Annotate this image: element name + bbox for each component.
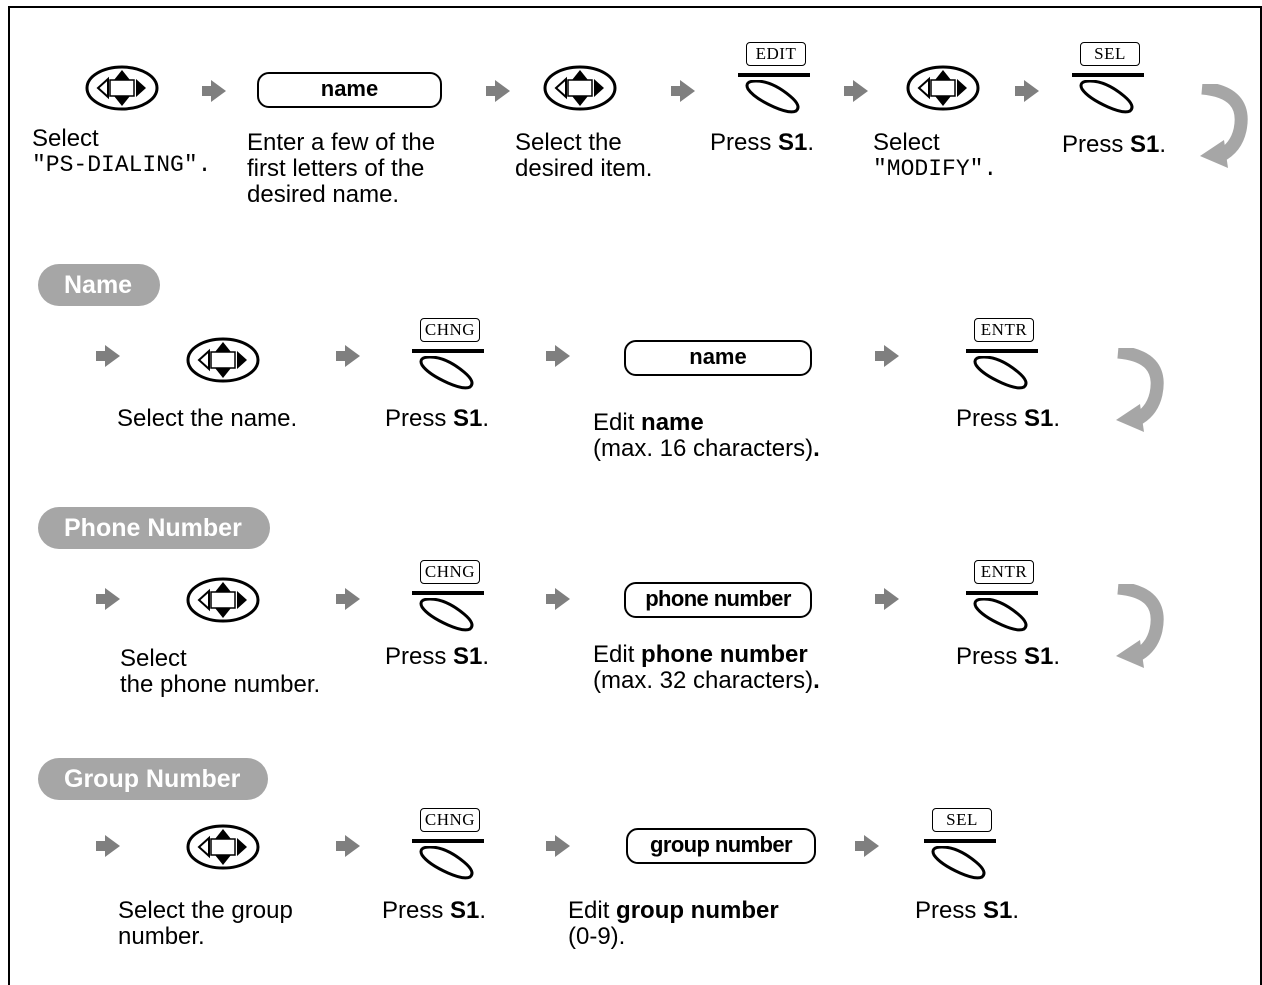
- navigator-key-icon[interactable]: [542, 64, 618, 112]
- soft-key-label: SEL: [932, 808, 992, 832]
- step-arrow-icon: [844, 80, 868, 102]
- navigator-key-icon[interactable]: [185, 823, 261, 871]
- step-caption: Press S1.: [956, 405, 1061, 432]
- soft-key-icon: [1079, 80, 1134, 114]
- step-caption: Edit group number (0-9).: [568, 897, 779, 950]
- phone-number-edit-field[interactable]: phone number: [624, 582, 812, 618]
- soft-key-icon: [419, 598, 474, 632]
- step-caption: Edit phone number (max. 32 characters).: [593, 641, 820, 694]
- step-arrow-icon: [546, 345, 570, 367]
- step-arrow-icon: [202, 80, 226, 102]
- soft-key-s1[interactable]: CHNG: [412, 318, 490, 398]
- soft-key-s1[interactable]: CHNG: [412, 560, 490, 640]
- soft-key-s1[interactable]: SEL: [1072, 42, 1150, 122]
- soft-key-label: CHNG: [420, 808, 480, 832]
- step-arrow-icon: [336, 835, 360, 857]
- soft-key-icon: [419, 356, 474, 390]
- step-arrow-icon: [486, 80, 510, 102]
- soft-key-icon: [745, 80, 800, 114]
- step-arrow-icon: [1015, 80, 1039, 102]
- soft-key-s1[interactable]: ENTR: [966, 318, 1044, 398]
- continue-arrow-icon: [1112, 581, 1172, 676]
- section-title-name: Name: [38, 264, 161, 306]
- step-caption: Press S1.: [915, 897, 1020, 924]
- step-arrow-icon: [875, 345, 899, 367]
- step-caption: Press S1.: [1062, 131, 1167, 158]
- step-caption: Select "MODIFY".: [873, 129, 998, 183]
- section-title-phone-number: Phone Number: [38, 507, 270, 549]
- step-arrow-icon: [336, 345, 360, 367]
- step-arrow-icon: [96, 588, 120, 610]
- step-caption: Enter a few of the first letters of the …: [247, 129, 436, 208]
- soft-key-label: ENTR: [974, 560, 1034, 584]
- navigator-key-icon[interactable]: [185, 336, 261, 384]
- step-caption: Press S1.: [382, 897, 487, 924]
- step-arrow-icon: [875, 588, 899, 610]
- step-caption: Press S1.: [385, 405, 490, 432]
- soft-key-icon: [973, 356, 1028, 390]
- step-arrow-icon: [671, 80, 695, 102]
- soft-key-s1[interactable]: SEL: [924, 808, 1002, 888]
- step-arrow-icon: [546, 835, 570, 857]
- navigator-key-icon[interactable]: [905, 64, 981, 112]
- soft-key-icon: [419, 846, 474, 880]
- soft-key-s1[interactable]: CHNG: [412, 808, 490, 888]
- step-caption: Select the phone number.: [120, 645, 321, 698]
- group-number-edit-field[interactable]: group number: [626, 828, 816, 864]
- step-arrow-icon: [96, 345, 120, 367]
- soft-key-icon: [931, 846, 986, 880]
- soft-key-label: SEL: [1080, 42, 1140, 66]
- soft-key-s1[interactable]: EDIT: [738, 42, 816, 122]
- step-caption: Edit name (max. 16 characters).: [593, 409, 820, 462]
- step-caption: Select the desired item.: [515, 129, 653, 182]
- navigator-key-icon[interactable]: [185, 576, 261, 624]
- soft-key-label: CHNG: [420, 560, 480, 584]
- step-arrow-icon: [546, 588, 570, 610]
- name-edit-field[interactable]: name: [624, 340, 812, 376]
- continue-arrow-icon: [1112, 345, 1172, 440]
- page-frame: [8, 6, 1262, 985]
- step-caption: Press S1.: [385, 643, 490, 670]
- step-caption: Select the group number.: [118, 897, 293, 950]
- step-arrow-icon: [96, 835, 120, 857]
- soft-key-label: ENTR: [974, 318, 1034, 342]
- continue-arrow-icon: [1196, 81, 1256, 176]
- step-caption: Press S1.: [956, 643, 1061, 670]
- step-caption: Select "PS-DIALING".: [32, 125, 212, 179]
- navigator-key-icon[interactable]: [84, 64, 160, 112]
- name-entry-field[interactable]: name: [257, 72, 442, 108]
- soft-key-icon: [973, 598, 1028, 632]
- step-caption: Select the name.: [117, 405, 298, 432]
- section-title-group-number: Group Number: [38, 758, 269, 800]
- step-arrow-icon: [855, 835, 879, 857]
- step-arrow-icon: [336, 588, 360, 610]
- step-caption: Press S1.: [710, 129, 815, 156]
- soft-key-s1[interactable]: ENTR: [966, 560, 1044, 640]
- soft-key-label: EDIT: [746, 42, 806, 66]
- soft-key-label: CHNG: [420, 318, 480, 342]
